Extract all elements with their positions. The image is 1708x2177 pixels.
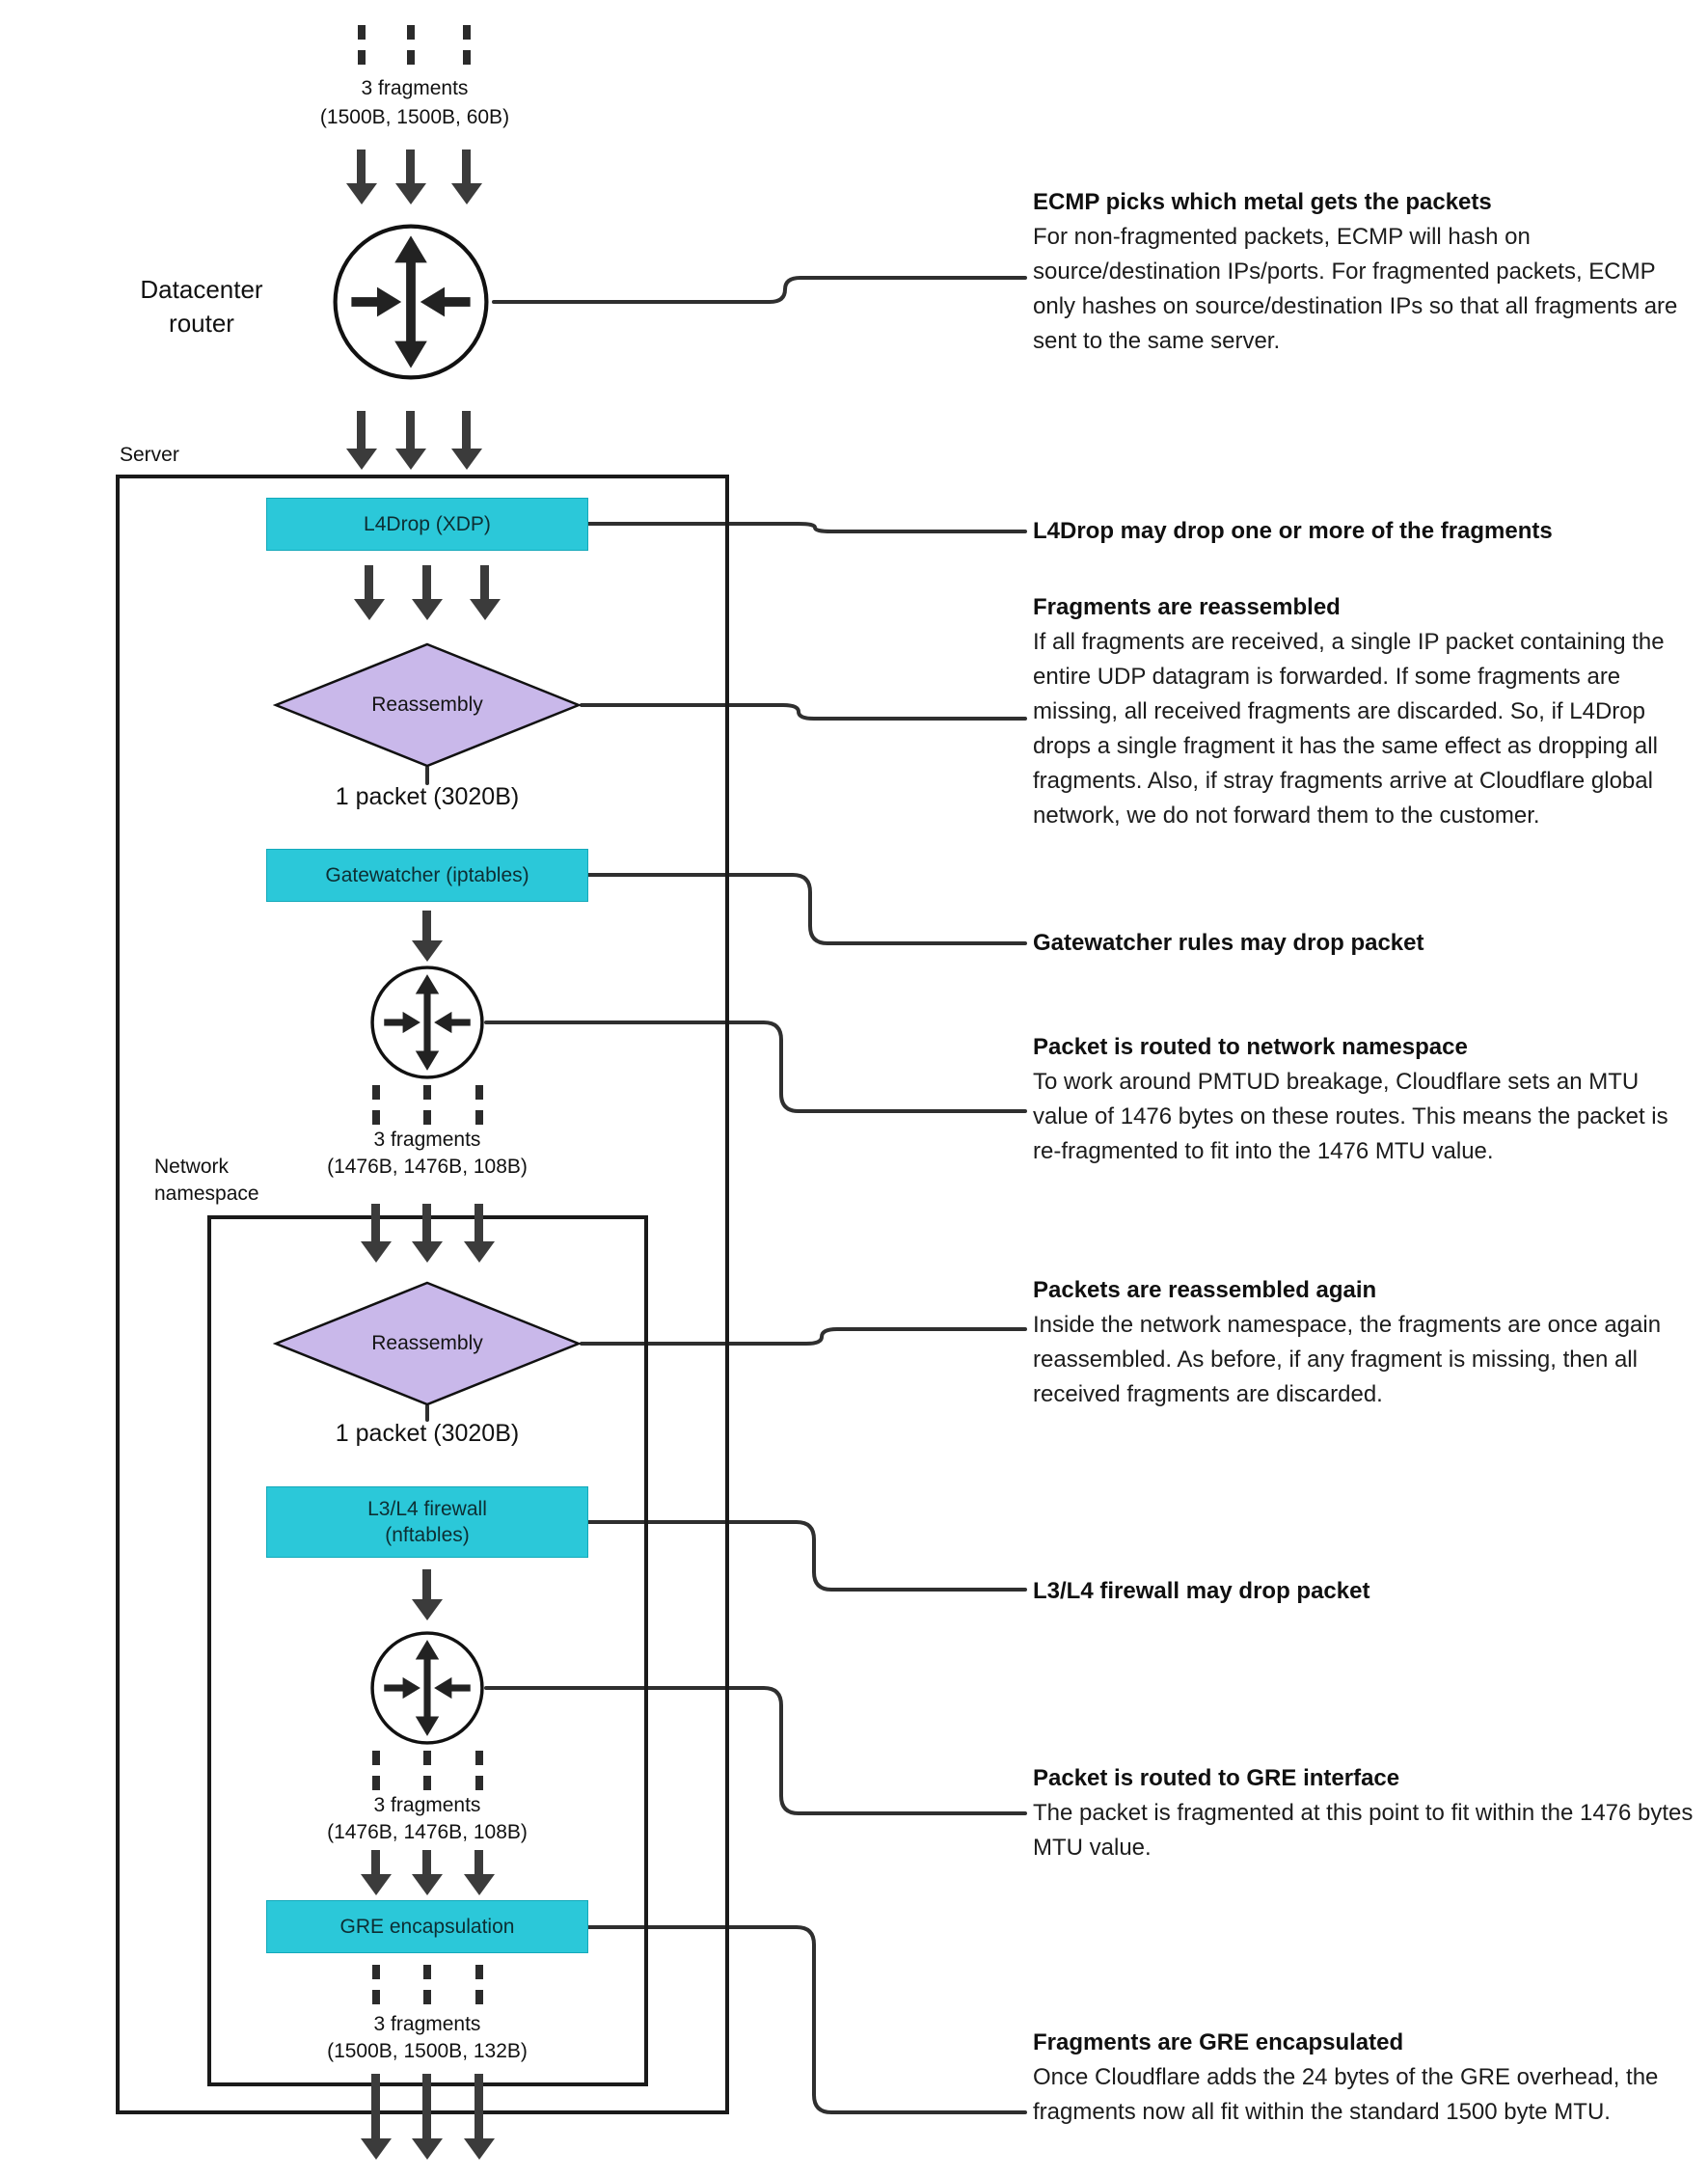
annotation-title: Packet is routed to network namespace bbox=[1033, 1034, 1468, 1060]
annotation-gre-encapsulated: Fragments are GRE encapsulated Once Clou… bbox=[1033, 2026, 1698, 2130]
firewall-label-line1: L3/L4 firewall bbox=[367, 1497, 487, 1520]
annotation-body: To work around PMTUD breakage, Cloudflar… bbox=[1033, 1069, 1668, 1164]
network-namespace-label: Network namespace bbox=[154, 1156, 259, 1205]
router-icon bbox=[368, 964, 486, 1081]
gatewatcher-node: Gatewatcher (iptables) bbox=[266, 849, 588, 902]
arrow-down-icon bbox=[474, 1850, 483, 1875]
reassembly-label: Reassembly bbox=[371, 1332, 483, 1354]
l3l4-firewall-node: L3/L4 firewall (nftables) bbox=[266, 1486, 588, 1558]
arrow-down-icon bbox=[406, 411, 415, 449]
gre-encapsulation-node: GRE encapsulation bbox=[266, 1900, 588, 1953]
annotation-l4drop: L4Drop may drop one or more of the fragm… bbox=[1033, 514, 1698, 549]
annotation-title: Gatewatcher rules may drop packet bbox=[1033, 930, 1424, 956]
fragment-dash-marker bbox=[372, 1751, 380, 1790]
fragment-dash-marker bbox=[407, 25, 415, 65]
annotation-title: ECMP picks which metal gets the packets bbox=[1033, 189, 1492, 215]
arrow-down-icon bbox=[462, 411, 471, 449]
gatewatcher-label: Gatewatcher (iptables) bbox=[325, 863, 529, 886]
router-icon bbox=[368, 1629, 486, 1747]
reassembly-node: Reassembly bbox=[272, 1281, 583, 1406]
server-box-label: Server bbox=[120, 444, 179, 466]
annotation-firewall: L3/L4 firewall may drop packet bbox=[1033, 1574, 1698, 1609]
arrow-down-icon bbox=[422, 1569, 431, 1600]
server-fragments-label: 3 fragments bbox=[373, 1129, 481, 1151]
annotation-reassembled-again: Packets are reassembled again Inside the… bbox=[1033, 1273, 1698, 1412]
fragment-dash-marker bbox=[475, 1085, 483, 1125]
arrow-down-icon bbox=[422, 2074, 431, 2139]
arrow-down-icon bbox=[371, 2074, 380, 2139]
arrow-down-icon bbox=[371, 1850, 380, 1875]
fragment-dash-marker bbox=[475, 1965, 483, 2004]
annotation-title: L4Drop may drop one or more of the fragm… bbox=[1033, 518, 1553, 544]
arrow-down-icon bbox=[371, 1204, 380, 1242]
annotation-title: Fragments are GRE encapsulated bbox=[1033, 2029, 1404, 2055]
fragment-dash-marker bbox=[423, 1751, 431, 1790]
annotation-body: For non-fragmented packets, ECMP will ha… bbox=[1033, 224, 1678, 354]
packet-size-label: 1 packet (3020B) bbox=[335, 1420, 520, 1447]
fragment-dash-marker bbox=[358, 25, 366, 65]
annotation-gre-interface: Packet is routed to GRE interface The pa… bbox=[1033, 1761, 1698, 1865]
reassembly-node: Reassembly bbox=[272, 642, 583, 768]
router-icon bbox=[330, 221, 492, 383]
router-icon-glyph bbox=[333, 224, 489, 380]
fragment-dash-marker bbox=[372, 1965, 380, 2004]
annotation-body: If all fragments are received, a single … bbox=[1033, 629, 1665, 829]
annotation-gatewatcher: Gatewatcher rules may drop packet bbox=[1033, 926, 1698, 961]
source-fragments-label: 3 fragments bbox=[361, 77, 469, 99]
l4drop-node: L4Drop (XDP) bbox=[266, 498, 588, 551]
namespace-fragments-sizes: (1476B, 1476B, 108B) bbox=[327, 1821, 528, 1843]
source-fragments-sizes: (1500B, 1500B, 60B) bbox=[319, 106, 510, 128]
arrow-down-icon bbox=[474, 1204, 483, 1242]
annotation-body: The packet is fragmented at this point t… bbox=[1033, 1800, 1694, 1861]
arrow-down-icon bbox=[422, 1850, 431, 1875]
server-fragments-sizes: (1476B, 1476B, 108B) bbox=[327, 1156, 528, 1178]
arrow-down-icon bbox=[474, 2074, 483, 2139]
annotation-title: Packet is routed to GRE interface bbox=[1033, 1765, 1400, 1791]
fragment-dash-marker bbox=[423, 1965, 431, 2004]
annotation-title: L3/L4 firewall may drop packet bbox=[1033, 1578, 1370, 1604]
datacenter-router-label: Datacenter router bbox=[140, 275, 263, 339]
fragment-dash-marker bbox=[372, 1085, 380, 1125]
output-fragments-sizes: (1500B, 1500B, 132B) bbox=[327, 2040, 528, 2062]
annotation-title: Fragments are reassembled bbox=[1033, 594, 1341, 620]
namespace-fragments-label: 3 fragments bbox=[373, 1794, 481, 1816]
router-icon-glyph bbox=[370, 966, 484, 1079]
arrow-down-icon bbox=[422, 1204, 431, 1242]
annotation-ecmp: ECMP picks which metal gets the packets … bbox=[1033, 185, 1698, 359]
arrow-down-icon bbox=[422, 565, 431, 600]
l4drop-label: L4Drop (XDP) bbox=[364, 512, 491, 535]
arrow-down-icon bbox=[462, 150, 471, 184]
router-icon-glyph bbox=[370, 1631, 484, 1745]
arrow-down-icon bbox=[406, 150, 415, 184]
gre-label: GRE encapsulation bbox=[339, 1915, 515, 1938]
firewall-label-line2: (nftables) bbox=[385, 1524, 470, 1546]
fragment-dash-marker bbox=[423, 1085, 431, 1125]
arrow-down-icon bbox=[422, 911, 431, 941]
fragment-dash-marker bbox=[463, 25, 471, 65]
arrow-down-icon bbox=[480, 565, 489, 600]
diamond-shape bbox=[272, 1281, 583, 1406]
annotation-body: Inside the network namespace, the fragme… bbox=[1033, 1312, 1662, 1407]
output-fragments-label: 3 fragments bbox=[373, 2013, 481, 2035]
annotation-body: Once Cloudflare adds the 24 bytes of the… bbox=[1033, 2064, 1659, 2125]
arrow-down-icon bbox=[357, 411, 366, 449]
reassembly-label: Reassembly bbox=[371, 694, 483, 716]
fragment-dash-marker bbox=[475, 1751, 483, 1790]
arrow-down-icon bbox=[357, 150, 366, 184]
arrow-down-icon bbox=[365, 565, 373, 600]
annotation-reassembled: Fragments are reassembled If all fragmen… bbox=[1033, 590, 1698, 833]
packet-size-label: 1 packet (3020B) bbox=[335, 783, 520, 810]
diamond-shape bbox=[272, 642, 583, 768]
annotation-title: Packets are reassembled again bbox=[1033, 1277, 1377, 1303]
annotation-routed-namespace: Packet is routed to network namespace To… bbox=[1033, 1030, 1698, 1169]
